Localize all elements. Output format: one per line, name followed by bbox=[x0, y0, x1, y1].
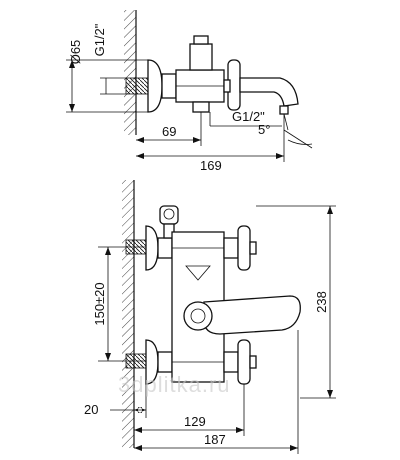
dim-angle-5: 5° bbox=[258, 122, 270, 137]
upper-handle-stem bbox=[223, 237, 239, 259]
dim-238: 238 bbox=[314, 291, 329, 313]
spout-front bbox=[203, 295, 301, 335]
dim-69: 69 bbox=[162, 124, 176, 139]
dim-diameter-65: Ø65 bbox=[68, 40, 83, 65]
front-view: 238 150±20 20 129 187 bbox=[84, 180, 336, 454]
dim-20: 20 bbox=[84, 402, 98, 417]
dim-outlet-thread: G1/2" bbox=[232, 109, 265, 124]
lower-handle bbox=[237, 339, 251, 385]
diverter-top bbox=[189, 43, 213, 71]
upper-handle bbox=[237, 225, 251, 271]
lower-handle-stem bbox=[223, 351, 239, 373]
upper-escutcheon bbox=[145, 225, 159, 271]
escutcheon-top bbox=[147, 59, 163, 113]
diverter-knob bbox=[183, 301, 213, 331]
dim-inlet-thread: G1/2" bbox=[92, 23, 107, 56]
dim-187: 187 bbox=[204, 432, 226, 447]
dim-150-20: 150±20 bbox=[92, 282, 107, 325]
dim-169: 169 bbox=[200, 158, 222, 173]
wall-hatch-top bbox=[124, 10, 136, 135]
spout-top bbox=[239, 77, 299, 107]
watermark: 3dplitka.ru bbox=[118, 372, 231, 397]
top-view: Ø65 G1/2" G1/2" 69 169 5° bbox=[66, 10, 313, 173]
dim-129: 129 bbox=[184, 414, 206, 429]
inlet-thread-top bbox=[125, 77, 149, 95]
wall-hatch-front bbox=[122, 180, 134, 448]
